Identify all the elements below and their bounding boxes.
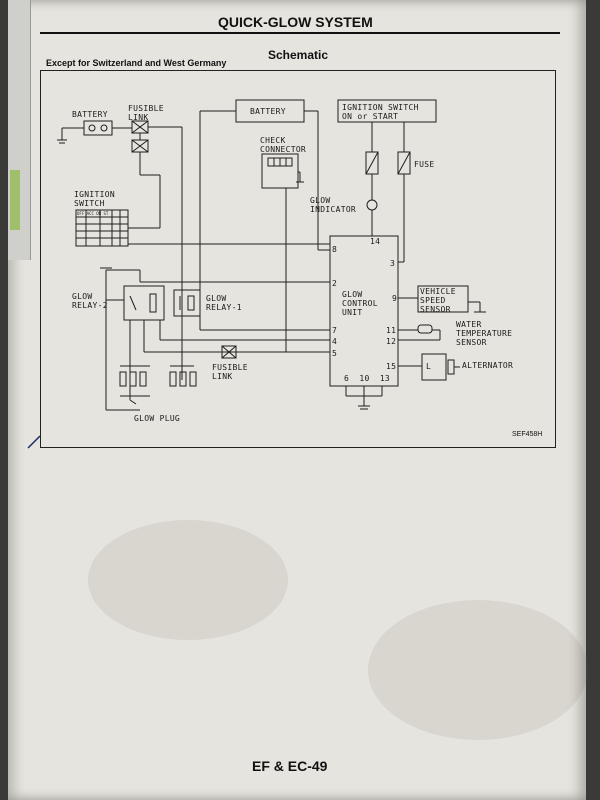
label-battery-left: BATTERY	[72, 110, 108, 119]
schematic-subtitle: Schematic	[268, 48, 329, 62]
glow-relay-1-symbol	[173, 289, 201, 317]
label-battery-top: BATTERY	[250, 107, 286, 116]
pin-4: 4	[332, 337, 338, 346]
label-ignition-switch: IGNITION SWITCH	[74, 190, 115, 208]
label-alternator-l: L	[426, 362, 432, 371]
ignition-on-start-box	[337, 99, 437, 123]
label-alternator: ALTERNATOR	[462, 361, 514, 370]
label-glow-relay-1: GLOW RELAY-1	[206, 294, 242, 312]
check-connector-symbol	[261, 153, 299, 189]
smudge	[368, 600, 588, 740]
page-number: EF & EC-49	[252, 758, 328, 774]
label-glow-control-unit: GLOW CONTROL UNIT	[342, 290, 378, 317]
label-fusible-link-top: FUSIBLE LINK	[128, 104, 164, 122]
fusible-link-bottom-symbol	[221, 345, 237, 359]
pin-2: 2	[332, 279, 338, 288]
label-check-connector: CHECK CONNECTOR	[260, 136, 307, 154]
vehicle-speed-sensor-box	[417, 285, 469, 313]
page-tab-marker	[10, 170, 20, 230]
glow-relay-2-symbol	[123, 285, 165, 321]
battery-left-symbol	[83, 120, 113, 136]
label-fusible-link-bottom: FUSIBLE LINK	[212, 363, 248, 381]
applicability-note: Except for Switzerland and West Germany	[46, 58, 227, 68]
pin-14: 14	[370, 237, 381, 246]
pin-8: 8	[332, 245, 338, 254]
pin-11: 11	[386, 326, 397, 335]
glow-indicator-lamp	[366, 199, 378, 211]
pin-15: 15	[386, 362, 397, 371]
label-ignition-positions: OFF ACC ON ST	[77, 211, 109, 216]
label-fuse: FUSE	[414, 160, 435, 169]
label-glow-plug: GLOW PLUG	[134, 414, 181, 423]
label-glow-indicator: GLOW INDICATOR	[310, 196, 357, 214]
pin-12: 12	[386, 337, 397, 346]
label-vehicle-speed-sensor: VEHICLE SPEED SENSOR	[420, 287, 456, 314]
manual-page	[8, 0, 588, 800]
pin-ground-group: 6 10 13	[344, 374, 391, 383]
schematic-frame	[40, 70, 556, 448]
label-water-temperature-sensor: WATER TEMPERATURE SENSOR	[456, 320, 513, 347]
section-title: QUICK-GLOW SYSTEM	[218, 14, 373, 30]
alternator-symbol	[421, 353, 447, 381]
smudge	[88, 520, 288, 640]
water-temp-sensor-symbol	[417, 324, 433, 334]
pin-3: 3	[390, 259, 396, 268]
figure-reference-code: SEF458H	[512, 431, 543, 438]
pin-5: 5	[332, 349, 338, 358]
label-ignition-switch-on-start: IGNITION SWITCH ON or START	[342, 103, 419, 121]
label-glow-relay-2: GLOW RELAY-2	[72, 292, 108, 310]
pin-9: 9	[392, 294, 398, 303]
pen-mark	[27, 435, 41, 449]
header-rule	[40, 32, 560, 34]
pin-7: 7	[332, 326, 338, 335]
